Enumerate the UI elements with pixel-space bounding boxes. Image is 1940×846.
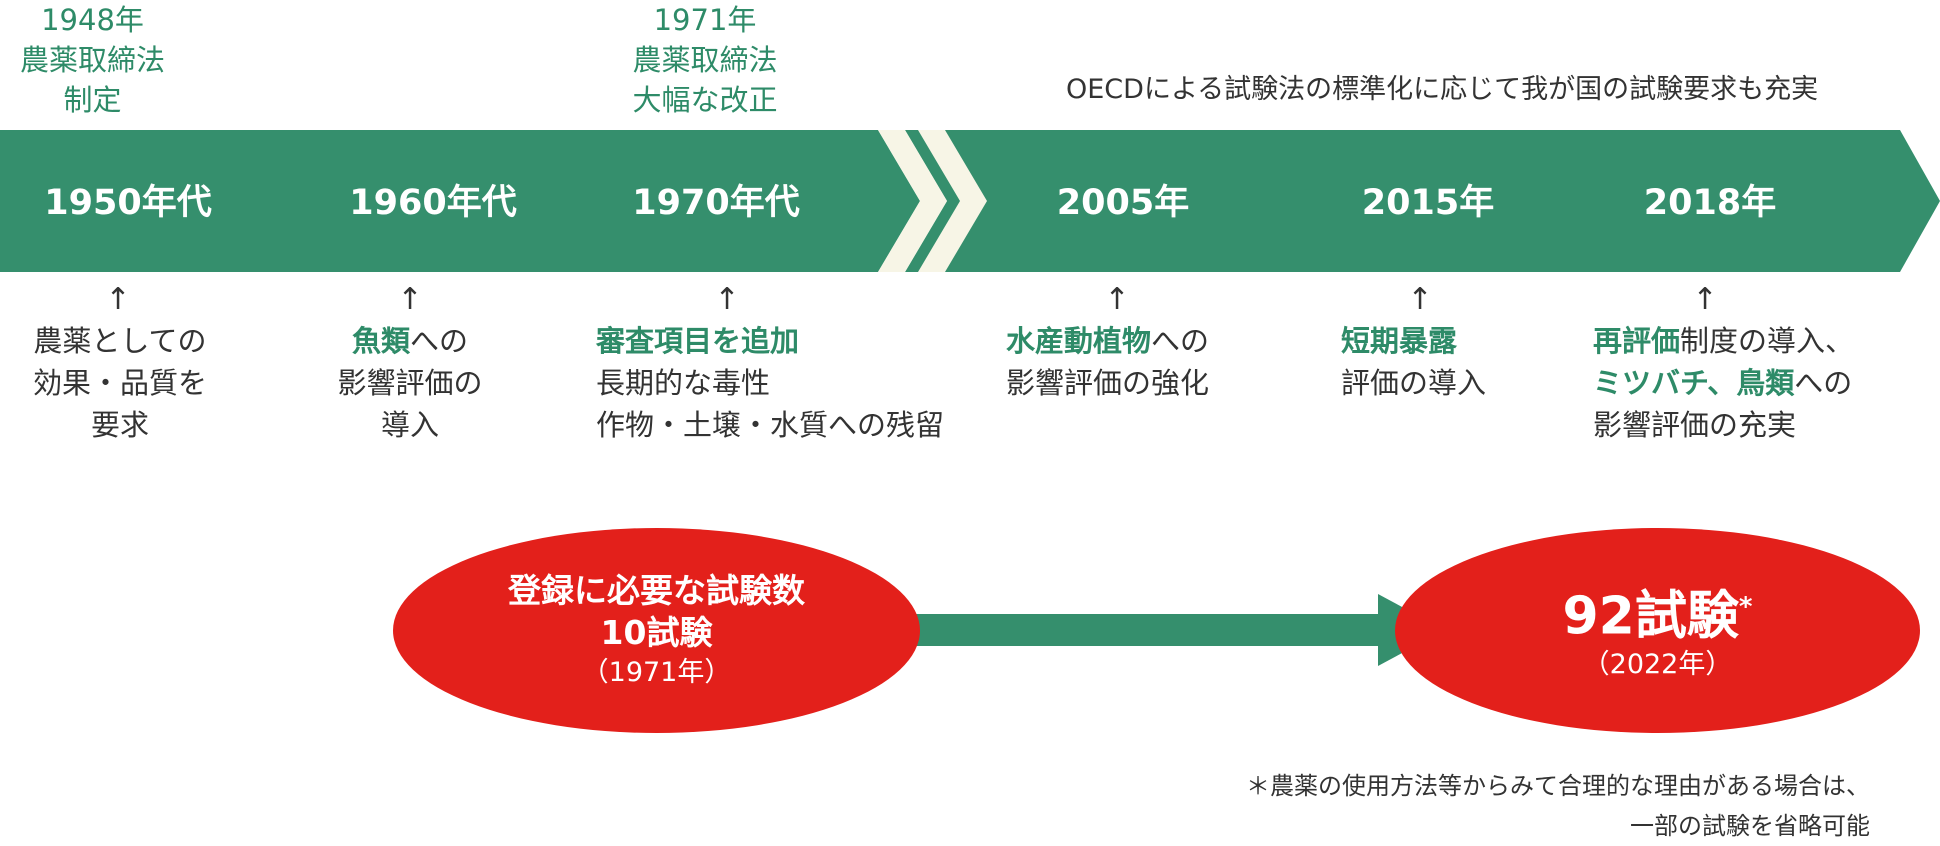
timeline-label-1950s: 1950年代 bbox=[44, 183, 212, 223]
up-arrow-icon: ↑ bbox=[1407, 282, 1433, 317]
footnote-line-2: 一部の試験を省略可能 bbox=[1630, 812, 1870, 840]
event-line: ミツバチ、鳥類への bbox=[1593, 362, 1913, 404]
right-ellipse: 92試験* （2022年） bbox=[1395, 528, 1920, 733]
timeline-break-stripe bbox=[878, 130, 947, 272]
event-text: への bbox=[1794, 366, 1853, 400]
event-line: 影響評価の充実 bbox=[1593, 404, 1913, 446]
ellipse-count: 92試験* bbox=[1563, 577, 1753, 646]
event-line: 作物・土壌・水質への残留 bbox=[596, 404, 996, 446]
up-arrow-icon: ↑ bbox=[714, 282, 740, 317]
event-line: 魚類への bbox=[290, 320, 530, 362]
progress-arrow-shaft bbox=[900, 614, 1390, 646]
event-text: 制度の導入、 bbox=[1680, 324, 1855, 358]
event-description: 水産動植物への影響評価の強化 bbox=[1006, 320, 1306, 404]
timeline-label-2005: 2005年 bbox=[1056, 183, 1190, 223]
event-line: 導入 bbox=[290, 404, 530, 446]
event-description: 魚類への影響評価の導入 bbox=[290, 320, 530, 446]
ellipse-count-text: 92試験 bbox=[1562, 586, 1739, 647]
ellipse-count: 10試験 bbox=[600, 612, 713, 652]
event-text: への bbox=[1151, 324, 1210, 358]
footnote-line-1: ＊農薬の使用方法等からみて合理的な理由がある場合は、 bbox=[1246, 772, 1870, 800]
event-text: への bbox=[410, 324, 469, 358]
timeline-label-1960s: 1960年代 bbox=[349, 183, 517, 223]
ellipse-year: （2022年） bbox=[1582, 649, 1733, 681]
event-description: 農薬としての効果・品質を要求 bbox=[0, 320, 240, 446]
event-highlight: 短期暴露 bbox=[1341, 324, 1458, 358]
up-arrow-icon: ↑ bbox=[1104, 282, 1130, 317]
event-highlight: 水産動植物 bbox=[1006, 324, 1152, 358]
event-line: 影響評価の強化 bbox=[1006, 362, 1306, 404]
progress-arrow bbox=[900, 594, 1445, 666]
event-text: 影響評価の充実 bbox=[1593, 408, 1797, 442]
up-arrow-icon: ↑ bbox=[397, 282, 423, 317]
event-line: 要求 bbox=[0, 404, 240, 446]
event-line: 短期暴露 bbox=[1341, 320, 1581, 362]
event-line: 農薬としての bbox=[0, 320, 240, 362]
event-text: 効果・品質を bbox=[32, 366, 207, 400]
event-highlight: 魚類 bbox=[351, 324, 410, 358]
event-line: 審査項目を追加 bbox=[596, 320, 996, 362]
event-description: 短期暴露評価の導入 bbox=[1341, 320, 1581, 404]
event-highlight: ミツバチ、鳥類 bbox=[1593, 366, 1795, 400]
event-text: 影響評価の強化 bbox=[1006, 366, 1210, 400]
event-text: 要求 bbox=[90, 408, 149, 442]
event-highlight: 再評価 bbox=[1593, 324, 1681, 358]
timeline-label-1970s: 1970年代 bbox=[632, 183, 800, 223]
event-line: 効果・品質を bbox=[0, 362, 240, 404]
event-text: 導入 bbox=[380, 408, 439, 442]
timeline-break-stripe-2 bbox=[918, 130, 987, 272]
timeline-label-2015: 2015年 bbox=[1361, 183, 1495, 223]
oecd-note: OECDによる試験法の標準化に応じて我が国の試験要求も充実 bbox=[1066, 74, 1819, 105]
timeline-bar-left bbox=[0, 130, 920, 272]
event-text: 農薬としての bbox=[33, 324, 207, 358]
note-1971: 1971年 農薬取締法 大幅な改正 bbox=[632, 3, 778, 117]
event-line: 再評価制度の導入、 bbox=[1593, 320, 1913, 362]
footnote: ＊農薬の使用方法等からみて合理的な理由がある場合は、 一部の試験を省略可能 bbox=[1080, 766, 1870, 846]
event-line: 評価の導入 bbox=[1341, 362, 1581, 404]
ellipse-year: （1971年） bbox=[581, 656, 732, 688]
timeline-bar-right bbox=[905, 130, 1940, 272]
left-ellipse: 登録に必要な試験数 10試験 （1971年） bbox=[393, 528, 920, 733]
event-text: 評価の導入 bbox=[1341, 366, 1487, 400]
note-1948: 1948年 農薬取締法 制定 bbox=[19, 3, 165, 117]
event-line: 長期的な毒性 bbox=[596, 362, 996, 404]
timeline-bar bbox=[0, 130, 1940, 272]
event-text: 作物・土壌・水質への残留 bbox=[596, 408, 945, 442]
ellipse-heading: 登録に必要な試験数 bbox=[508, 570, 805, 610]
event-text: 影響評価の bbox=[337, 366, 483, 400]
event-description: 審査項目を追加長期的な毒性作物・土壌・水質への残留 bbox=[596, 320, 996, 446]
footnote-marker: * bbox=[1738, 591, 1753, 622]
timeline-label-2018: 2018年 bbox=[1643, 183, 1777, 223]
up-arrow-icon: ↑ bbox=[105, 282, 131, 317]
event-highlight: 審査項目を追加 bbox=[596, 324, 800, 358]
event-line: 水産動植物への bbox=[1006, 320, 1306, 362]
event-description: 再評価制度の導入、ミツバチ、鳥類への影響評価の充実 bbox=[1593, 320, 1913, 446]
event-line: 影響評価の bbox=[290, 362, 530, 404]
up-arrow-icon: ↑ bbox=[1692, 282, 1718, 317]
event-text: 長期的な毒性 bbox=[596, 366, 771, 400]
